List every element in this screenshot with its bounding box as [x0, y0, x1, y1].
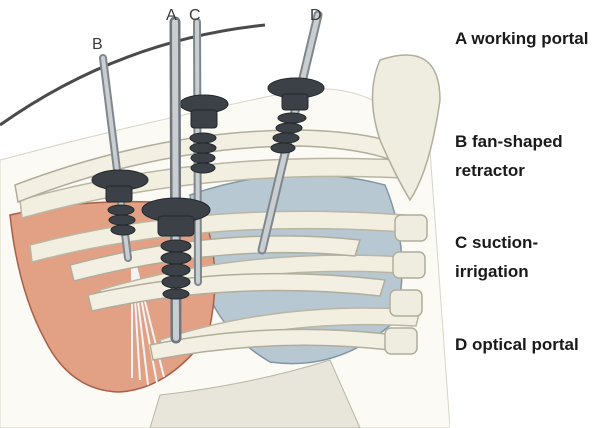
legend-b-fan-shaped-retractor: B fan-shaped retractor [455, 127, 599, 185]
thoracoscopy-illustration: A B C D [0, 0, 450, 428]
instrument-d-letter: D [310, 7, 322, 24]
instrument-b-letter: B [92, 36, 103, 53]
legend-d-optical-portal: D optical portal [455, 330, 599, 359]
instrument-c-letter: C [189, 7, 201, 24]
instrument-a-letter: A [166, 7, 177, 24]
legend-a-working-portal: A working portal [455, 24, 599, 53]
legend-c-suction-irrigation: C suction-irrigation [455, 228, 599, 286]
